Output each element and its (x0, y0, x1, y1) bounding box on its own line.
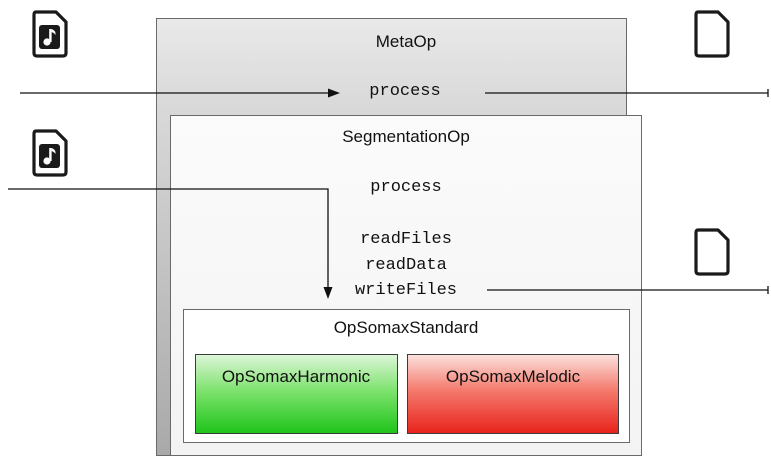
file-icon (694, 10, 730, 58)
segmentationop-process-method: process (370, 178, 442, 197)
opsomaxstandard-label: OpSomaxStandard (333, 318, 479, 337)
file-icon (694, 228, 730, 276)
opsomaxharmonic-box (195, 354, 398, 434)
opsomaxmelodic-label: OpSomaxMelodic (445, 367, 581, 386)
readdata-method: readData (365, 256, 447, 275)
opsomaxharmonic-label: OpSomaxHarmonic (221, 367, 371, 386)
metaop-label: MetaOp (375, 32, 437, 51)
metaop-process-method: process (369, 82, 441, 101)
music-file-icon (32, 129, 68, 177)
seg-input-arrowhead (323, 287, 333, 299)
writefiles-method: writeFiles (354, 281, 458, 300)
music-file-icon (32, 10, 68, 58)
segmentationop-label: SegmentationOp (342, 127, 470, 146)
seg-input-line (8, 188, 329, 288)
readfiles-method: readFiles (360, 230, 452, 249)
opsomaxmelodic-box (407, 354, 619, 434)
meta-input-arrowhead (328, 88, 340, 98)
